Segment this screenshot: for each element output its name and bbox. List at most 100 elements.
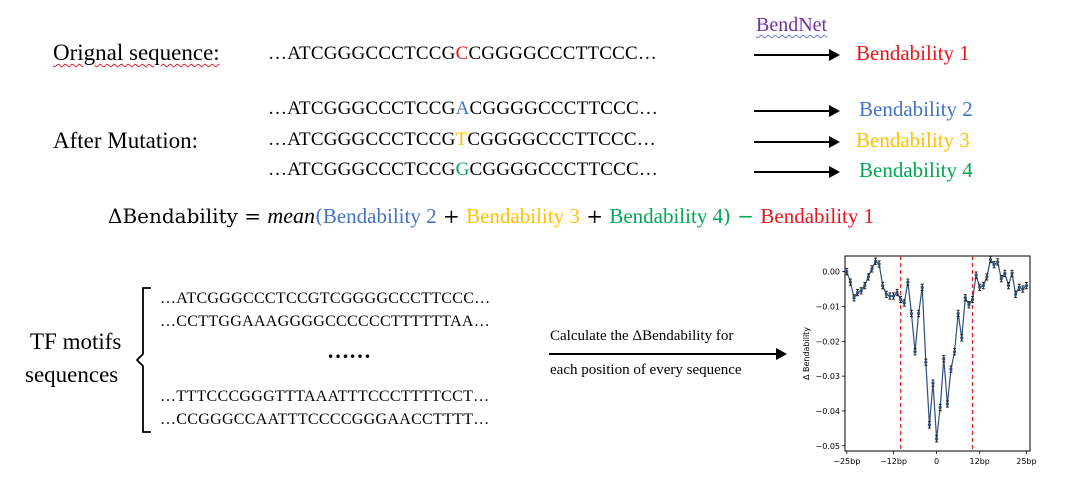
data-point [938,405,942,410]
mutated-base: T [455,129,468,150]
bendnet-label: BendNet [756,14,828,36]
data-point [866,275,870,279]
tf-motifs-label-line1: TF motifs [30,329,122,354]
left-brace [135,287,151,433]
original-sequence-label: Orignal sequence: [53,40,220,66]
data-point [884,292,888,296]
x-tick-label: −25bp [833,457,860,466]
seq-suffix: CGGGGCCCTTCCC… [468,43,658,64]
data-point [970,297,975,302]
x-tick-label: −12bp [880,457,907,466]
mutation-seq-t: …ATCGGGCCCTCCGTCGGGGCCCTTCCC… [268,129,656,151]
mutation-seq-g: …ATCGGGCCCTCCGGCGGGGCCCTTCCC… [268,159,658,181]
data-point [988,257,993,262]
data-point [927,423,932,427]
chart-frame [844,255,1031,452]
data-point [981,283,985,288]
data-point [852,296,856,300]
tf-sequence-4: …CCGGGCCAATTTCCCCGGGAACCTTTT… [160,411,490,428]
seq-suffix: CGGGGCCCTTCCC… [469,159,659,180]
y-tick-label: −0.04 [815,407,840,416]
data-point [931,381,935,385]
data-point [855,290,860,295]
formula-close-paren: ) [723,204,731,228]
data-point [845,270,849,274]
data-point [1003,271,1007,276]
mutation-seq-a: …ATCGGGCCCTCCGACGGGGCCCTTCCC… [268,98,658,120]
formula-lhs: ΔBendability = [108,204,268,228]
bendability-4: Bendability 4 [859,158,973,182]
data-point [956,311,960,316]
original-sequence-label-text: Orignal sequence: [53,40,220,65]
arrow-mut-a [754,105,840,117]
bendability-2: Bendability 2 [859,97,973,121]
data-point [902,301,906,305]
data-point [877,262,881,266]
data-point [949,367,953,371]
data-point [899,297,903,302]
y-tick-label: 0.00 [822,268,840,277]
after-mutation-label: After Mutation: [53,128,198,153]
tf-sequence-1: …ATCGGGCCCTCCGTCGGGGCCCTTCCC… [160,290,491,307]
arrow-mut-t [754,136,840,148]
seq-prefix: …ATCGGGCCCTCCG [268,159,456,180]
data-point [1017,285,1021,289]
data-point [913,350,917,354]
data-point [1014,292,1018,296]
data-point [1021,287,1025,291]
mutated-base: G [455,159,470,180]
data-point [1006,283,1011,288]
data-point [870,267,874,271]
data-point [985,275,989,279]
tf-sequence-2: …CCTTGGAAAGGGGCCCCCCTTTTTTAA… [160,313,491,330]
data-point [881,283,885,288]
data-point [906,280,910,284]
formula-open-paren: ( [315,204,323,228]
original-sequence: …ATCGGGCCCTCCGCCGGGGCCCTTCCC… [268,43,657,65]
data-point [992,263,996,267]
data-point [873,259,878,263]
y-tick-label: −0.02 [815,337,840,346]
data-point [1024,283,1029,288]
data-point [1010,271,1014,276]
formula-b4: Bendability 4 [609,204,724,228]
seq-suffix: CGGGGCCCTTCCC… [469,98,659,119]
formula-b2: Bendability 2 [322,204,437,228]
data-point [895,290,899,295]
formula-mean: mean [267,203,316,228]
data-point [920,285,924,289]
bendability-1: Bendability 1 [856,41,970,65]
formula-b1: Bendability 1 [760,204,875,228]
tf-sequence-3: …TTTCCCGGGTTTAAATTTCCCTTTTCCT… [160,388,490,405]
bendability-3: Bendability 3 [856,128,970,152]
seq-suffix: CGGGGCCCTTCCC… [467,129,656,150]
y-tick-label: −0.03 [815,372,840,381]
arrow-calc [549,348,787,360]
data-point [942,357,946,361]
formula-plus-1: + [436,204,467,228]
series-line [846,257,1027,439]
data-point [967,303,971,307]
seq-prefix: …ATCGGGCCCTCCG [268,98,456,119]
seq-prefix: …ATCGGGCCCTCCG [268,43,456,64]
data-point [863,283,867,288]
data-point [888,294,892,298]
data-point [935,437,939,441]
y-axis-label: Δ Bendability [802,327,811,380]
data-point [963,296,967,300]
y-tick-label: −0.05 [815,442,840,451]
data-point [924,360,928,364]
tf-sequence-ellipsis: …… [327,338,371,363]
data-point [909,311,914,316]
arrow-original [754,49,840,61]
data-point [848,280,852,284]
data-point [945,402,949,406]
mutated-base: A [455,98,470,119]
delta-bendability-formula: ΔBendability = mean(Bendability 2 + Bend… [108,203,874,229]
calc-text-line2: each position of every sequence [550,362,742,378]
data-point [960,336,964,340]
x-tick-label: 0 [934,457,939,466]
data-point [974,273,978,277]
x-tick-label: 12bp [970,457,990,466]
